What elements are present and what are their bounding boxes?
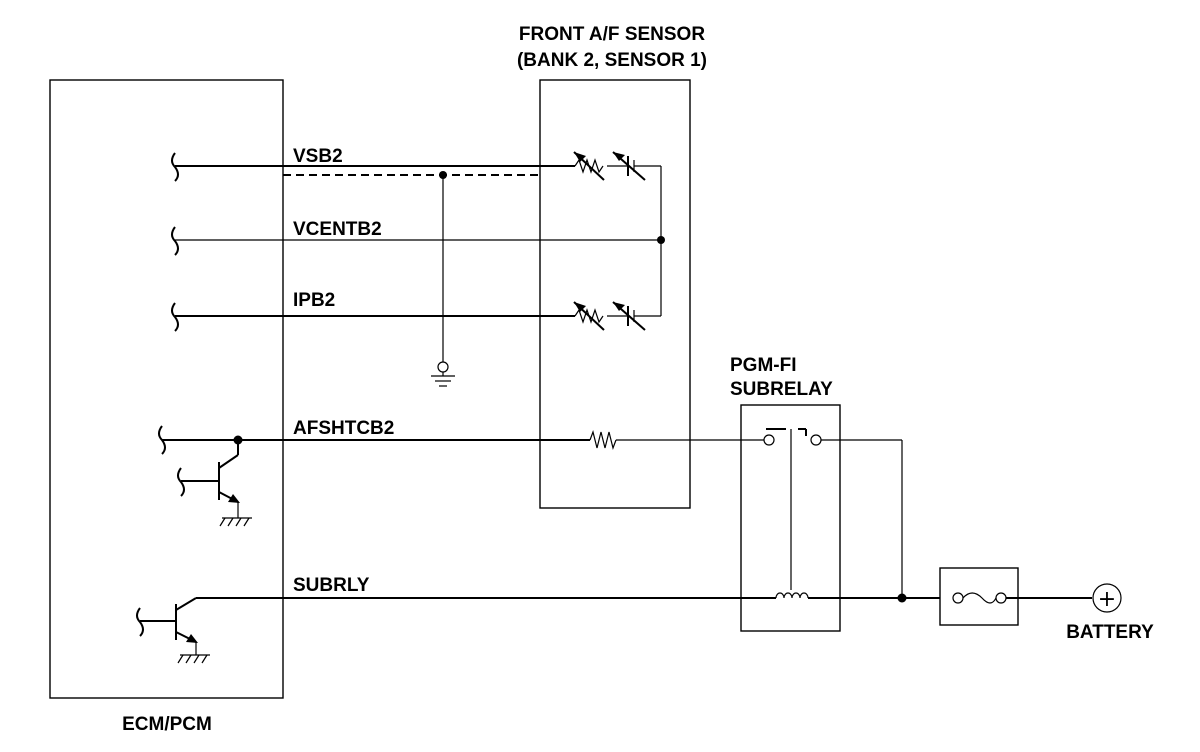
af-sensor-title: FRONT A/F SENSOR — [519, 24, 705, 45]
ecm-pin-vcentb2 — [171, 226, 179, 256]
wire-label-afshtcb2: AFSHTCB2 — [293, 418, 394, 439]
wire-label-vcentb2: VCENTB2 — [293, 219, 382, 240]
battery-label: BATTERY — [1066, 622, 1154, 643]
subrelay-title: PGM-FI — [730, 355, 797, 376]
af-sensor-box — [539, 79, 691, 509]
subrelay-box — [740, 404, 841, 632]
ecm-pcm-box — [49, 79, 284, 699]
wire-label-vsb2: VSB2 — [293, 146, 343, 167]
fuse-icon — [952, 592, 1092, 604]
power-splice-dot — [897, 593, 907, 603]
relay-contact-icon — [763, 428, 902, 590]
relay-coil-icon — [775, 592, 940, 599]
wire-label-ipb2: IPB2 — [293, 290, 335, 311]
shield-splice-dot — [439, 171, 447, 179]
wire-afshtcb2: AFSHTCB2 — [158, 418, 764, 455]
heater-driver-transistor-icon — [177, 440, 252, 527]
sensor-cell-upper — [573, 151, 661, 181]
sensor-cell-lower — [573, 301, 661, 331]
ecm-pcm-label: ECM/PCM — [122, 714, 212, 735]
shield-ground-icon — [431, 361, 455, 387]
subrelay-subtitle: SUBRELAY — [730, 379, 833, 400]
wire-ipb2: IPB2 — [171, 290, 575, 332]
wire-vcentb2: VCENTB2 — [171, 219, 665, 256]
battery-icon: + — [1092, 583, 1122, 613]
wire-subrly: SUBRLY — [196, 575, 776, 599]
wire-vsb2: VSB2 — [171, 146, 575, 362]
wire-label-subrly: SUBRLY — [293, 575, 370, 596]
battery-plus-symbol: + — [1098, 587, 1116, 612]
relay-driver-transistor-icon — [136, 597, 210, 664]
fuse-box — [939, 567, 1019, 626]
af-sensor-subtitle: (BANK 2, SENSOR 1) — [517, 50, 707, 71]
heater-resistor-icon — [589, 429, 617, 451]
